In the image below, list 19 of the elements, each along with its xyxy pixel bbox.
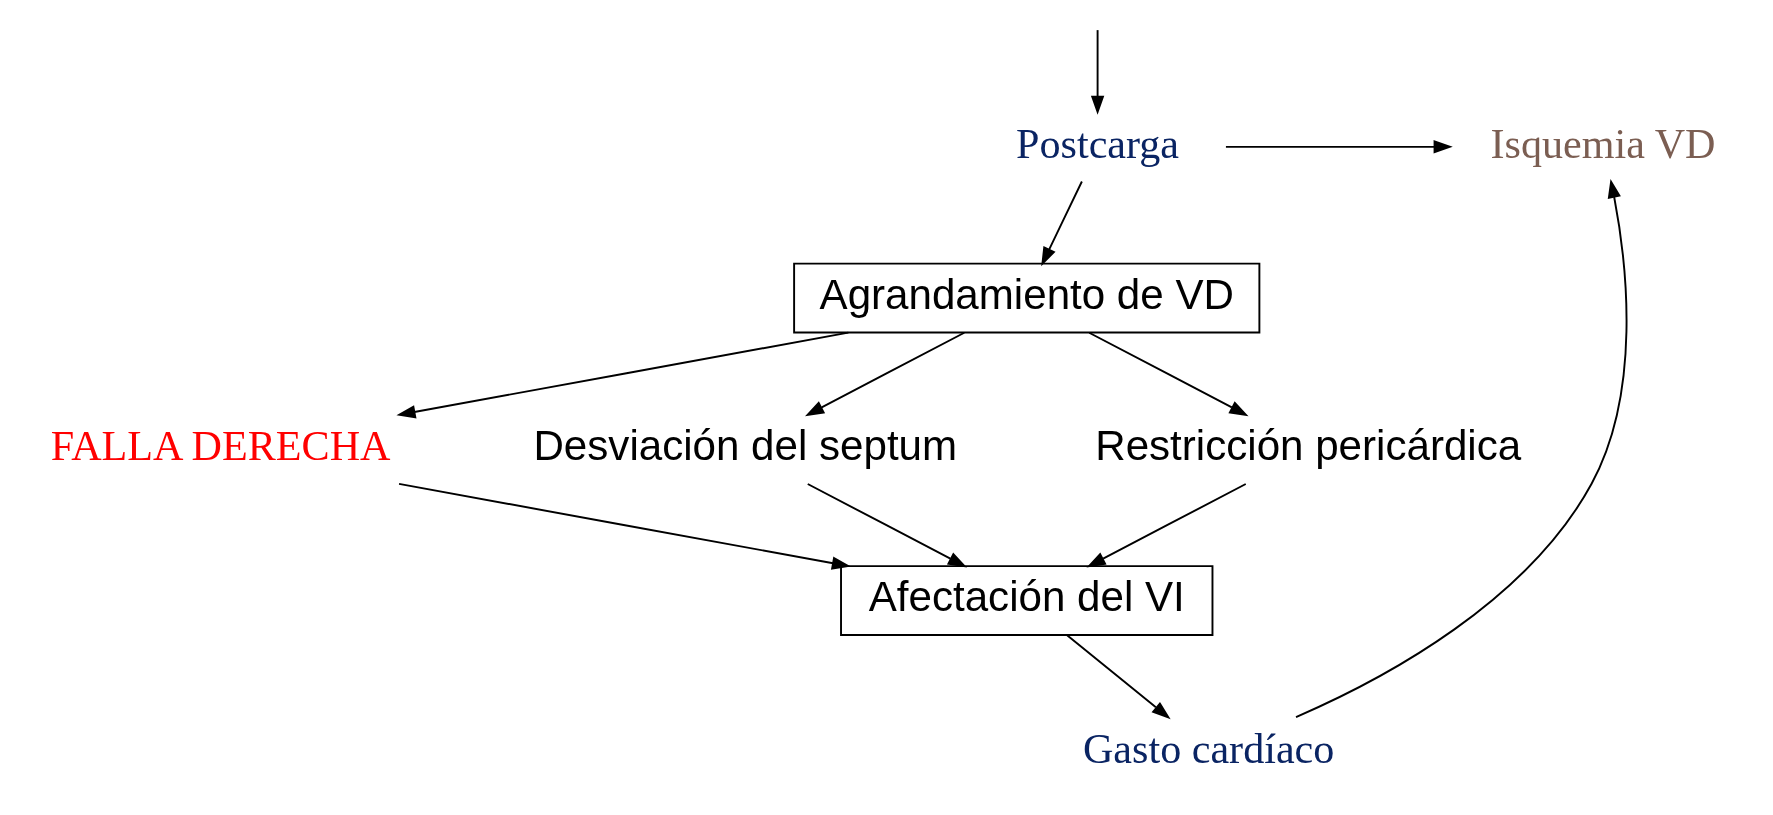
arrow bbox=[805, 331, 966, 417]
node-box: Agrandamiento de VD bbox=[793, 262, 1261, 334]
arrow bbox=[1088, 331, 1249, 417]
node-text: Desviación del septum bbox=[533, 422, 958, 470]
arrow bbox=[398, 482, 851, 570]
node-text: Gasto cardíaco bbox=[1082, 724, 1335, 772]
arrow bbox=[1041, 180, 1083, 267]
node-box: Afectación del VI bbox=[840, 565, 1214, 637]
arrow bbox=[1295, 178, 1628, 719]
arrow bbox=[1090, 29, 1105, 115]
arrow bbox=[1066, 634, 1171, 720]
arrow bbox=[1086, 483, 1247, 568]
node-text: Restricción pericárdica bbox=[1095, 422, 1522, 470]
arrow bbox=[806, 483, 968, 568]
node-text: Isquemia VD bbox=[1490, 119, 1716, 167]
arrow bbox=[396, 331, 850, 419]
arrow bbox=[1225, 140, 1453, 154]
node-text: FALLA DERECHA bbox=[50, 422, 391, 470]
node-text: Postcarga bbox=[1016, 119, 1180, 167]
